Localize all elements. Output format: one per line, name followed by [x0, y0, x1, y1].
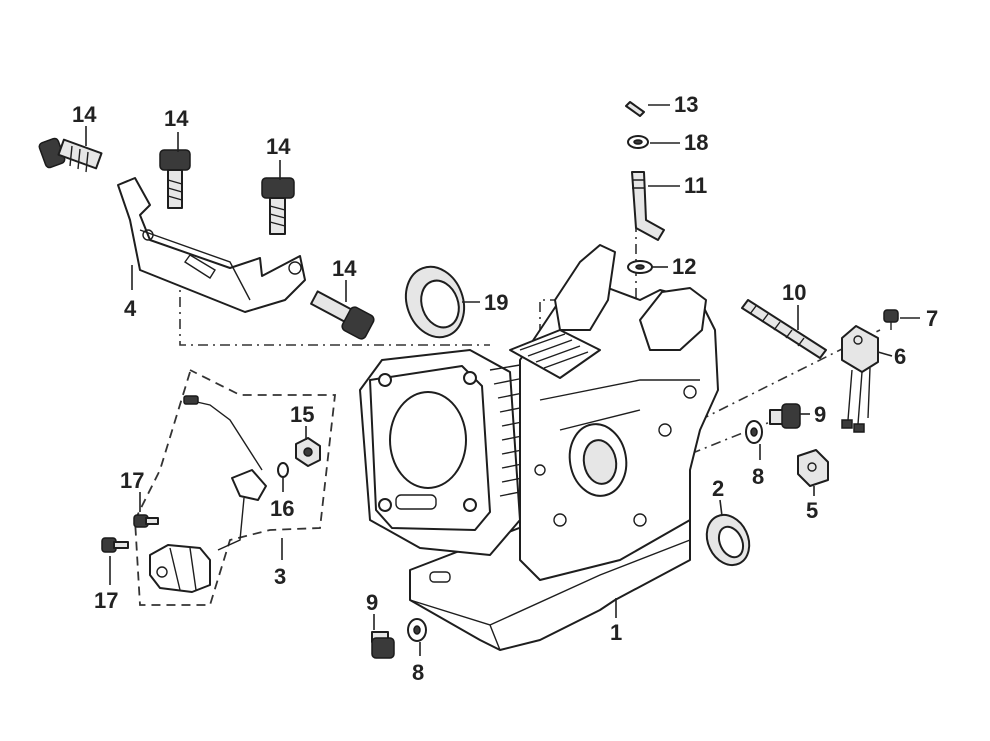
callout-labels: 14 14 14 14 4 13 18 11 12 19 10 7 6 9 8 … — [72, 92, 938, 685]
callout-14-upper: 14 — [164, 106, 189, 131]
callout-4: 4 — [124, 296, 137, 321]
callout-5: 5 — [806, 498, 818, 523]
ignition-coil-3 — [149, 395, 267, 593]
callout-2: 2 — [712, 476, 724, 501]
bolt-14-left — [38, 137, 103, 173]
governor-shaft-group — [625, 101, 665, 274]
bracket-4 — [117, 177, 306, 313]
bolt-14-right — [261, 177, 295, 235]
callout-18: 18 — [684, 130, 708, 155]
callout-1: 1 — [610, 620, 622, 645]
callout-14-left: 14 — [72, 102, 97, 127]
drain-bolt-9-right — [769, 403, 801, 429]
callout-9-lower: 9 — [366, 590, 378, 615]
ref-line-ignition-group — [134, 369, 337, 606]
shaft-11 — [631, 171, 665, 241]
callout-13: 13 — [674, 92, 698, 117]
callout-8-lower: 8 — [412, 660, 424, 685]
bolt-14-upper — [159, 149, 191, 209]
callout-8-right: 8 — [752, 464, 764, 489]
callout-6: 6 — [894, 344, 906, 369]
screw-17-lower — [101, 537, 129, 553]
oil-seal-2 — [705, 513, 751, 567]
washer-16 — [277, 462, 289, 478]
callout-9-right: 9 — [814, 402, 826, 427]
washer-8-right — [745, 420, 763, 444]
crankcase-1 — [359, 244, 719, 651]
bolt-14-lower — [310, 290, 375, 340]
stud-10 — [741, 299, 827, 359]
screw-17-upper — [133, 514, 159, 528]
washer-8-lower — [407, 618, 427, 642]
oil-seal-19 — [404, 265, 466, 339]
callout-11: 11 — [684, 173, 707, 198]
callout-19: 19 — [484, 290, 508, 315]
nut-15 — [295, 437, 321, 467]
clip-13 — [625, 101, 645, 117]
callout-15: 15 — [290, 402, 314, 427]
callout-10: 10 — [782, 280, 806, 305]
callout-16: 16 — [270, 496, 294, 521]
drain-bolt-9-lower — [371, 631, 395, 659]
callout-7: 7 — [926, 306, 938, 331]
nut-5 — [797, 449, 829, 487]
callout-17-upper: 17 — [120, 468, 144, 493]
callout-3: 3 — [274, 564, 286, 589]
screw-7 — [883, 309, 899, 330]
leader-lines — [85, 104, 920, 656]
ref-line-bracket — [179, 275, 490, 346]
callout-14-right: 14 — [266, 134, 291, 159]
callout-14-lower: 14 — [332, 256, 357, 281]
oil-alert-switch-6 — [841, 325, 879, 433]
callout-17-lower: 17 — [94, 588, 118, 613]
callout-12: 12 — [672, 254, 696, 279]
